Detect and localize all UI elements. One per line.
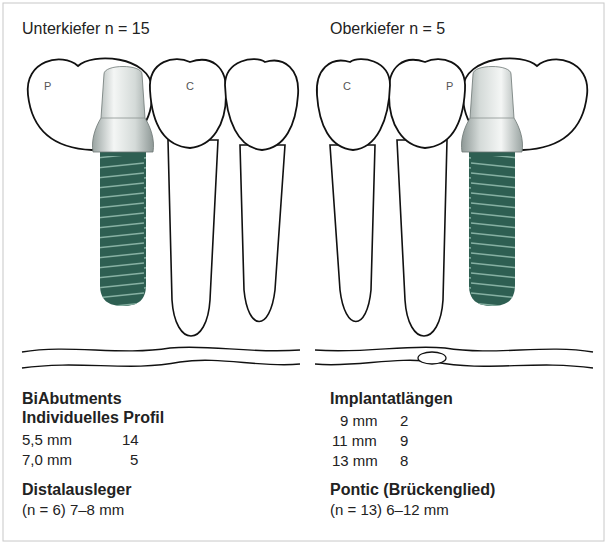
lower-jaw-bridge — [22, 58, 300, 368]
table-value: 13 mm — [332, 452, 378, 469]
gum-bump — [418, 352, 446, 364]
tooth-letter: C — [186, 80, 194, 93]
jaw-heading: Oberkiefer n = 5 — [330, 20, 445, 38]
table-value: 7,0 mm — [22, 451, 72, 468]
table-value: (n = 6) 7–8 mm — [22, 501, 124, 518]
table-value: 9 mm — [340, 412, 378, 429]
table-heading: Individuelles Profil — [22, 409, 164, 427]
table-count: 8 — [400, 452, 408, 469]
tooth-letter: P — [44, 80, 51, 93]
table-value: 5,5 mm — [22, 431, 72, 448]
table-count: 2 — [400, 412, 408, 429]
frame — [3, 3, 604, 541]
table-heading: Distalausleger — [22, 481, 131, 499]
table-count: 9 — [400, 432, 408, 449]
upper-jaw-bridge — [315, 58, 593, 368]
table-value: 11 mm — [332, 432, 377, 449]
jaw-heading: Unterkiefer n = 15 — [22, 20, 150, 38]
table-count: 14 — [122, 431, 139, 448]
table-heading: BiAbutments — [22, 390, 122, 408]
table-heading: Pontic (Brückenglied) — [330, 481, 495, 499]
tooth-letter: C — [343, 80, 351, 93]
tooth-letter: P — [446, 80, 453, 93]
table-count: 5 — [130, 451, 138, 468]
table-value: (n = 13) 6–12 mm — [330, 501, 449, 518]
table-heading: Implantatlängen — [330, 390, 453, 408]
